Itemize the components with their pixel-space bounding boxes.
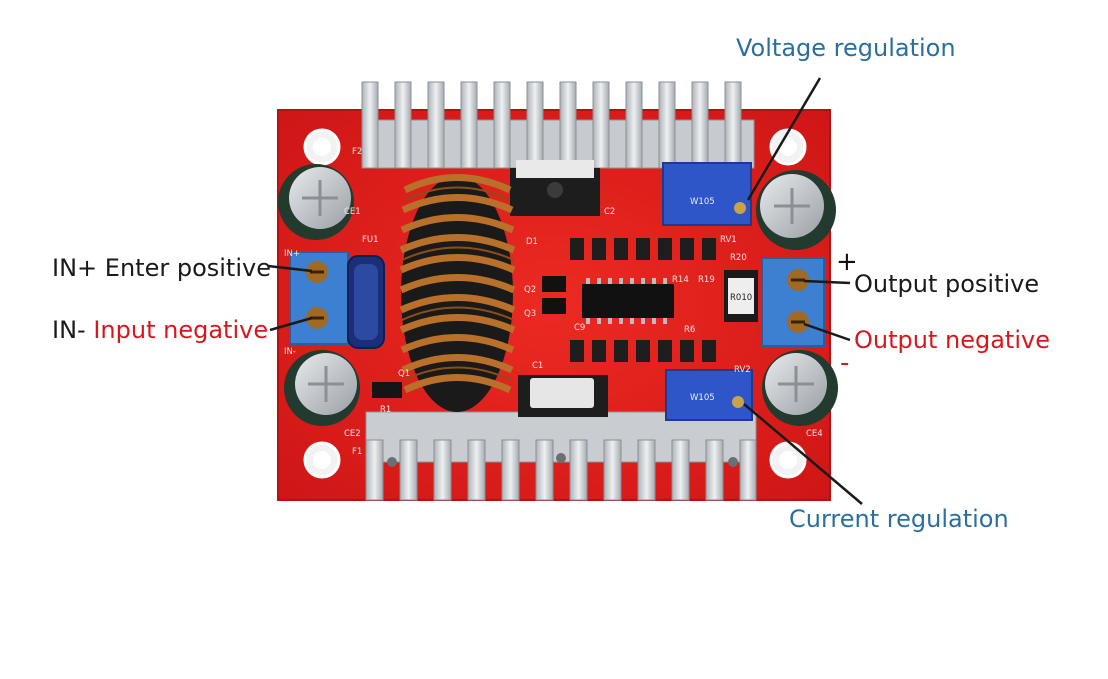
- silk-f1: F1: [352, 447, 362, 457]
- smd-row-bottom: [570, 340, 716, 362]
- silk-r19: R19: [698, 275, 715, 285]
- output-plus-sign: +: [836, 247, 858, 277]
- input-negative-text: Input negative: [93, 316, 269, 344]
- voltage-regulation-line: [746, 77, 822, 201]
- capacitor-ce3: [756, 170, 836, 250]
- silk-f2: F2: [352, 147, 362, 157]
- silk-r20: R20: [730, 253, 747, 263]
- output-positive-line: [803, 279, 851, 285]
- silk-r14: R14: [672, 275, 689, 285]
- silk-d1: D1: [526, 237, 538, 247]
- silk-r010: R010: [730, 293, 752, 303]
- mounting-hole-top-right: [769, 128, 807, 166]
- input-negative-label: IN- Input negative: [52, 318, 268, 342]
- fuse: [347, 255, 385, 349]
- silk-fu1: FU1: [362, 235, 379, 245]
- top-heatsink: [361, 81, 755, 169]
- silk-w105-bottom: W105: [690, 393, 715, 403]
- silk-r6: R6: [684, 325, 695, 335]
- capacitor-ce4: [762, 350, 838, 426]
- mounting-hole-bottom-right: [769, 441, 807, 479]
- diode-q1: [372, 382, 402, 398]
- silk-c2: C2: [604, 207, 615, 217]
- shunt-resistor: [724, 270, 758, 322]
- input-positive-text: Enter positive: [104, 254, 271, 282]
- mounting-hole-top-left: [303, 128, 341, 166]
- smd-row-top: [570, 238, 716, 260]
- silk-rv1: RV1: [720, 235, 737, 245]
- toroid-inductor: [399, 174, 516, 412]
- silk-in-plus: IN+: [284, 249, 300, 259]
- silk-q1: Q1: [398, 369, 410, 379]
- input-positive-label: IN+ Enter positive: [52, 256, 271, 280]
- control-ic: [582, 278, 674, 324]
- output-negative-label: Output negative: [854, 326, 1050, 354]
- input-positive-line: [267, 264, 313, 273]
- current-potentiometer: [665, 369, 753, 421]
- mounting-hole-bottom-left: [303, 441, 341, 479]
- output-negative-line: [803, 322, 851, 342]
- silk-c9: C9: [574, 323, 585, 333]
- silk-r1: R1: [380, 405, 391, 415]
- input-negative-prefix: IN-: [52, 316, 86, 344]
- callout-lines: [267, 77, 863, 505]
- silk-w105-top: W105: [690, 197, 715, 207]
- voltage-regulation-label: Voltage regulation: [736, 34, 956, 62]
- output-terminal-block: [761, 257, 825, 347]
- silk-q2: Q2: [524, 285, 536, 295]
- top-transistor: [510, 160, 600, 216]
- transistors-q2-q3: [542, 276, 566, 314]
- silk-ce1: CE1: [344, 207, 361, 217]
- input-negative-line: [269, 316, 313, 332]
- current-regulation-line: [743, 403, 863, 505]
- bottom-transistor: [518, 375, 608, 417]
- silk-c1: C1: [532, 361, 543, 371]
- silk-ce2: CE2: [344, 429, 361, 439]
- voltage-potentiometer: [662, 162, 752, 226]
- current-regulation-label: Current regulation: [789, 505, 1009, 533]
- input-positive-prefix: IN+: [52, 254, 98, 282]
- silk-q3: Q3: [524, 309, 536, 319]
- silk-in-minus: IN-: [284, 347, 296, 357]
- silk-ce4: CE4: [806, 429, 823, 439]
- silk-rv2: RV2: [734, 365, 751, 375]
- output-positive-label: Output positive: [854, 270, 1040, 298]
- input-terminal-block: [289, 251, 349, 345]
- output-minus-sign: -: [840, 348, 850, 378]
- capacitor-ce2: [284, 350, 360, 426]
- capacitor-ce1: [278, 164, 354, 240]
